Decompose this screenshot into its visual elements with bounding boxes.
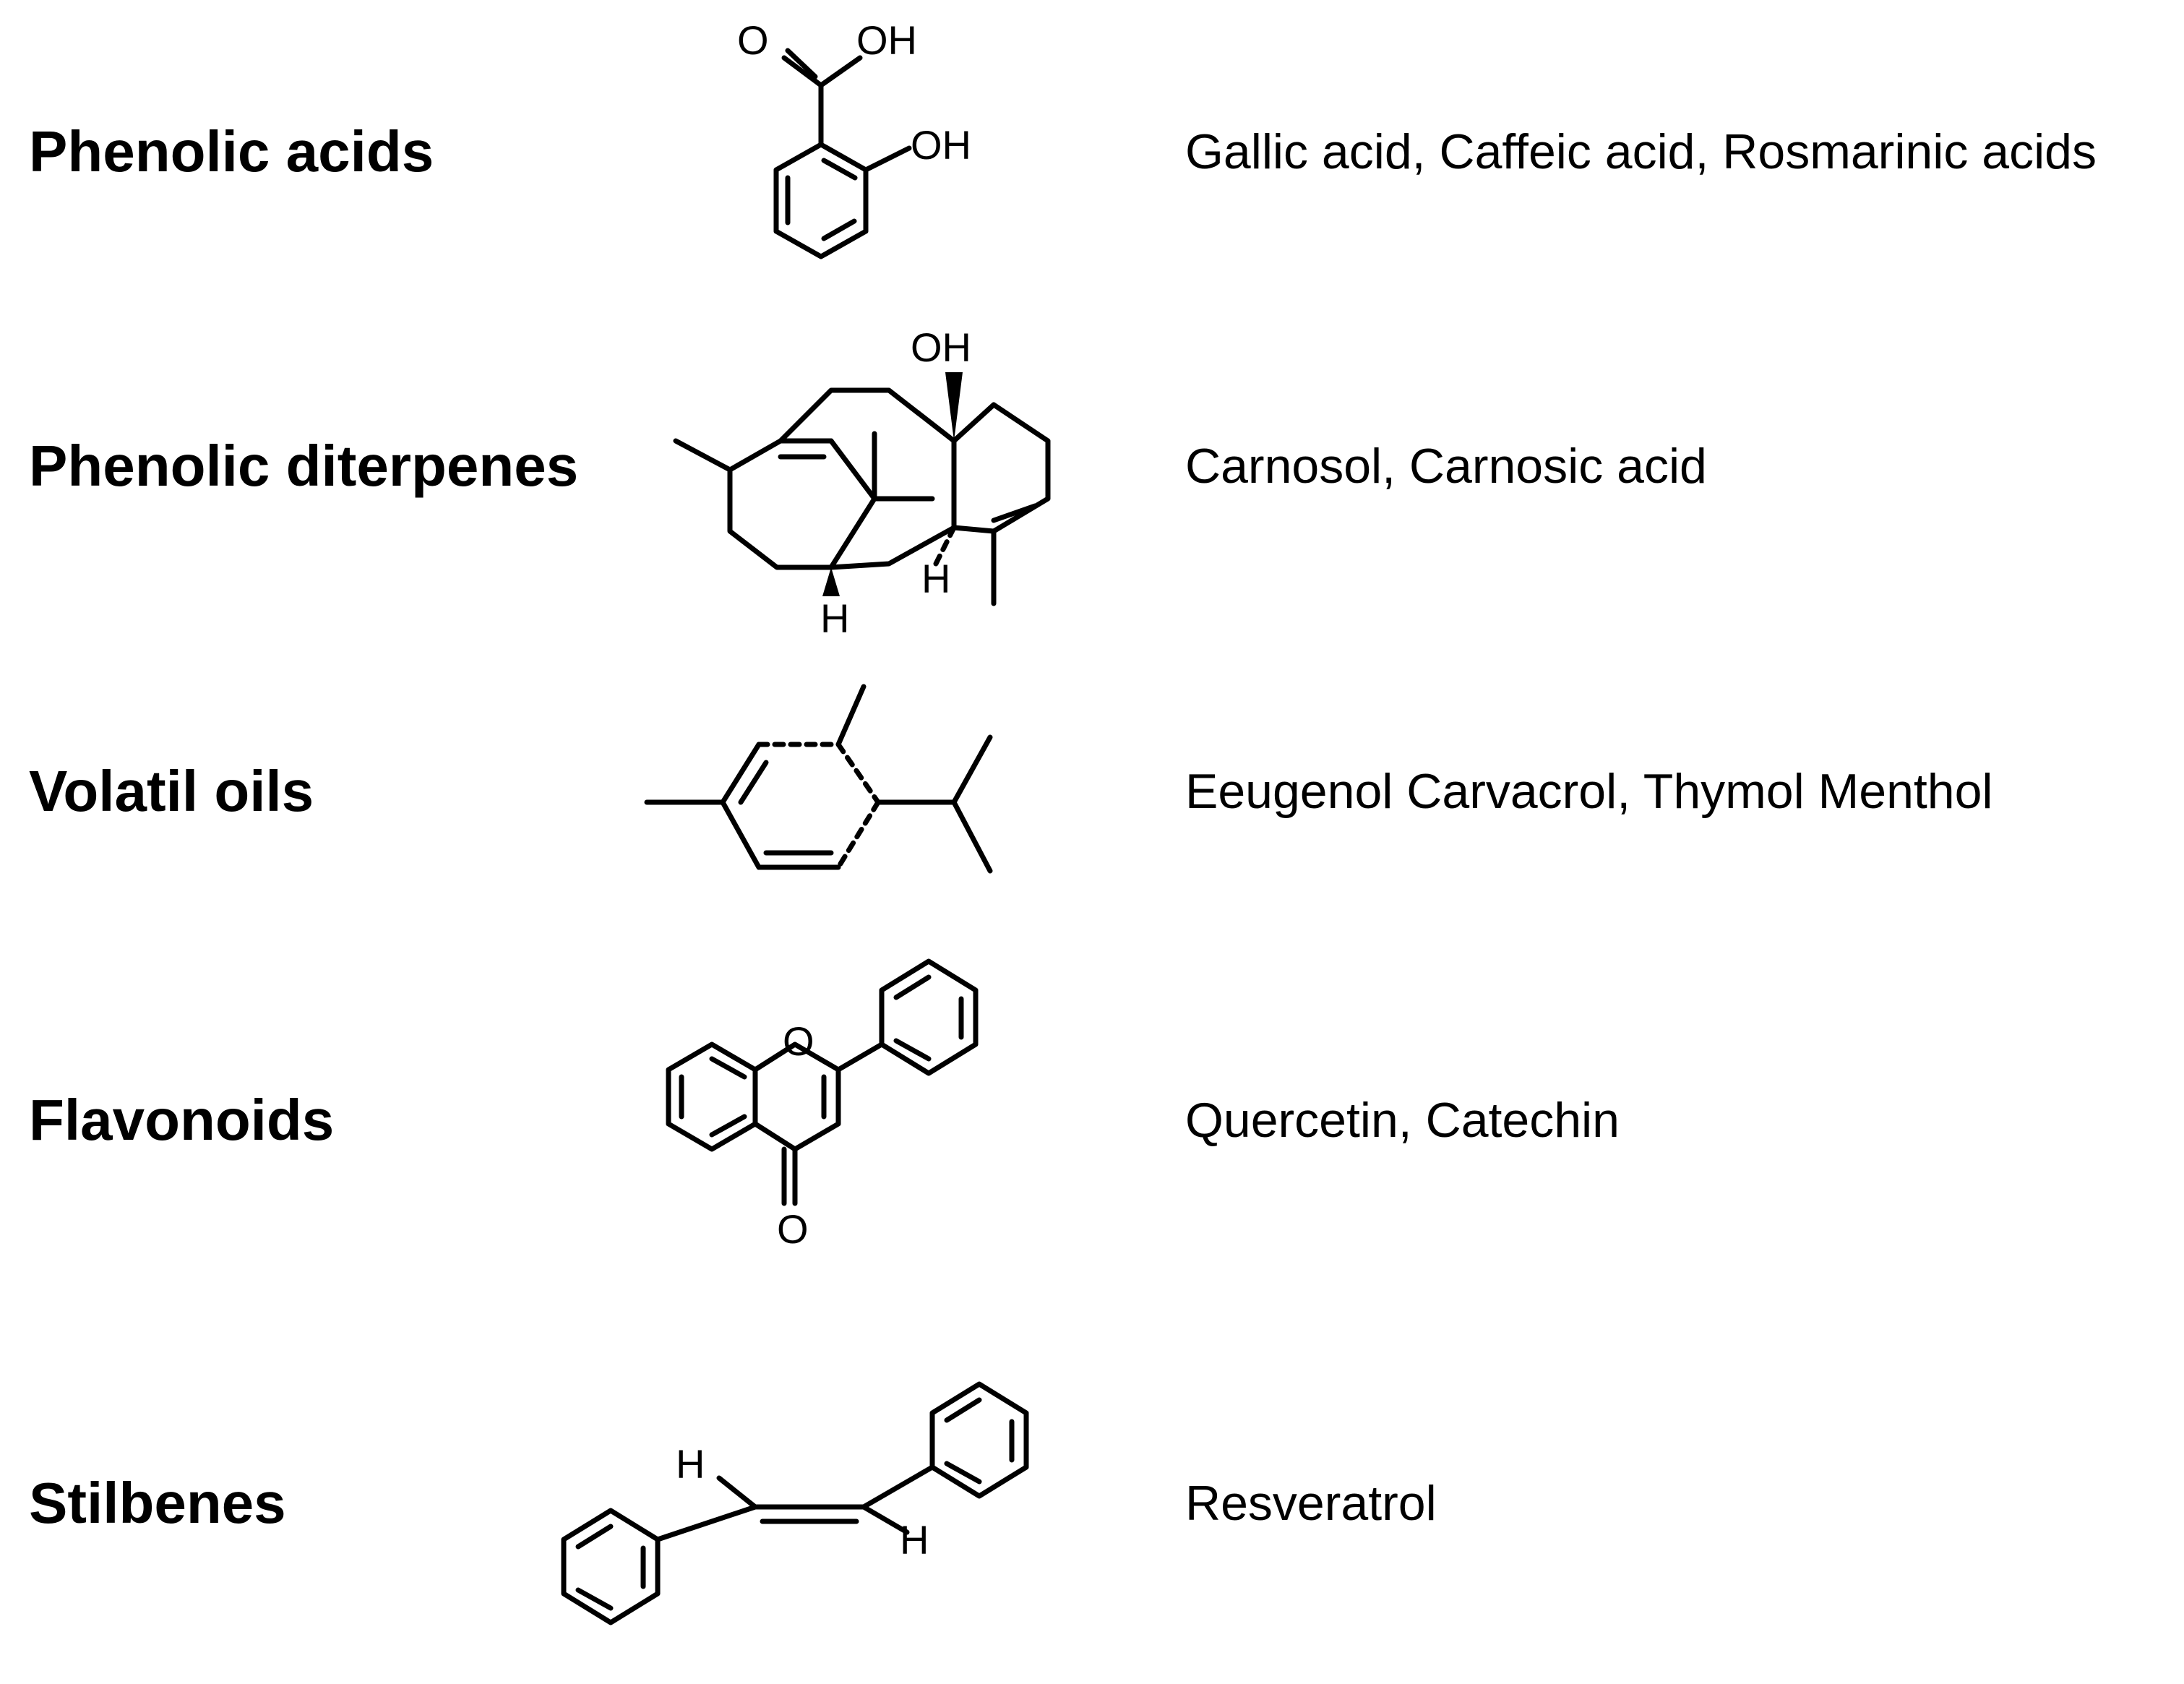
examples-text: Quercetin, Catechin bbox=[1185, 1093, 1620, 1148]
class-name: Flavonoids bbox=[29, 1088, 335, 1152]
atom-label: H bbox=[820, 596, 849, 641]
diterpene-structure-icon: OH H H bbox=[673, 325, 1051, 641]
cymene-structure-icon bbox=[644, 684, 993, 874]
class-name: Stilbenes bbox=[29, 1471, 286, 1535]
class-name: Volatil oils bbox=[29, 759, 314, 823]
atom-label: H bbox=[900, 1517, 929, 1563]
class-name: Phenolic acids bbox=[29, 119, 434, 184]
atom-label: OH bbox=[911, 325, 971, 370]
atom-label: H bbox=[676, 1441, 705, 1487]
atom-label: OH bbox=[911, 122, 971, 168]
atom-label: O bbox=[783, 1018, 814, 1064]
examples-text: Resveratrol bbox=[1185, 1476, 1437, 1531]
salicylic-acid-structure-icon: O OH OH bbox=[737, 17, 971, 259]
atom-label: O bbox=[777, 1206, 809, 1252]
examples-text: Eeugenol Carvacrol, Thymol Menthol bbox=[1185, 764, 1993, 819]
flavone-structure-icon: O O bbox=[666, 958, 979, 1252]
atom-label: O bbox=[737, 17, 769, 63]
examples-text: Carnosol, Carnosic acid bbox=[1185, 439, 1707, 494]
atom-label: H bbox=[921, 556, 950, 601]
class-name: Phenolic diterpenes bbox=[29, 434, 579, 498]
stilbene-structure-icon: H H bbox=[561, 1381, 1029, 1625]
atom-label: OH bbox=[856, 17, 917, 63]
examples-text: Gallic acid, Caffeic acid, Rosmarinic ac… bbox=[1185, 124, 2097, 179]
